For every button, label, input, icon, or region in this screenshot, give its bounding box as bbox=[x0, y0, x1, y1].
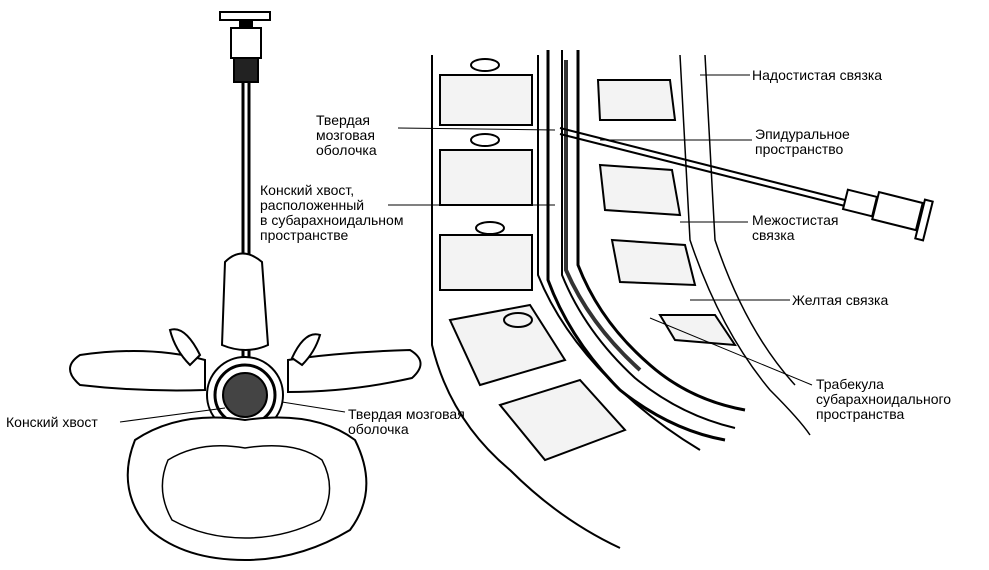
label-cauda-equina-left: Конский хвост bbox=[6, 414, 98, 430]
sagittal-spine-illustration bbox=[388, 50, 934, 549]
label-ligamentum-flavum: Желтая связка bbox=[792, 292, 889, 308]
label-interspinous-ligament: Межостистая связка bbox=[752, 212, 839, 243]
label-epidural-space: Эпидуральное пространство bbox=[755, 126, 850, 157]
label-dura-mater-bottom: Твердая мозговая оболочка bbox=[348, 406, 465, 437]
label-supraspinous-ligament: Надостистая связка bbox=[752, 67, 883, 83]
label-cauda-equina-subarachnoid: Конский хвост, расположенный в субарахно… bbox=[260, 182, 404, 243]
label-dura-mater-top: Твердая мозговая оболочка bbox=[316, 112, 377, 158]
axial-vertebra-illustration bbox=[69, 11, 422, 562]
label-subarachnoid-trabecula: Трабекула субарахноидального пространств… bbox=[816, 376, 952, 422]
